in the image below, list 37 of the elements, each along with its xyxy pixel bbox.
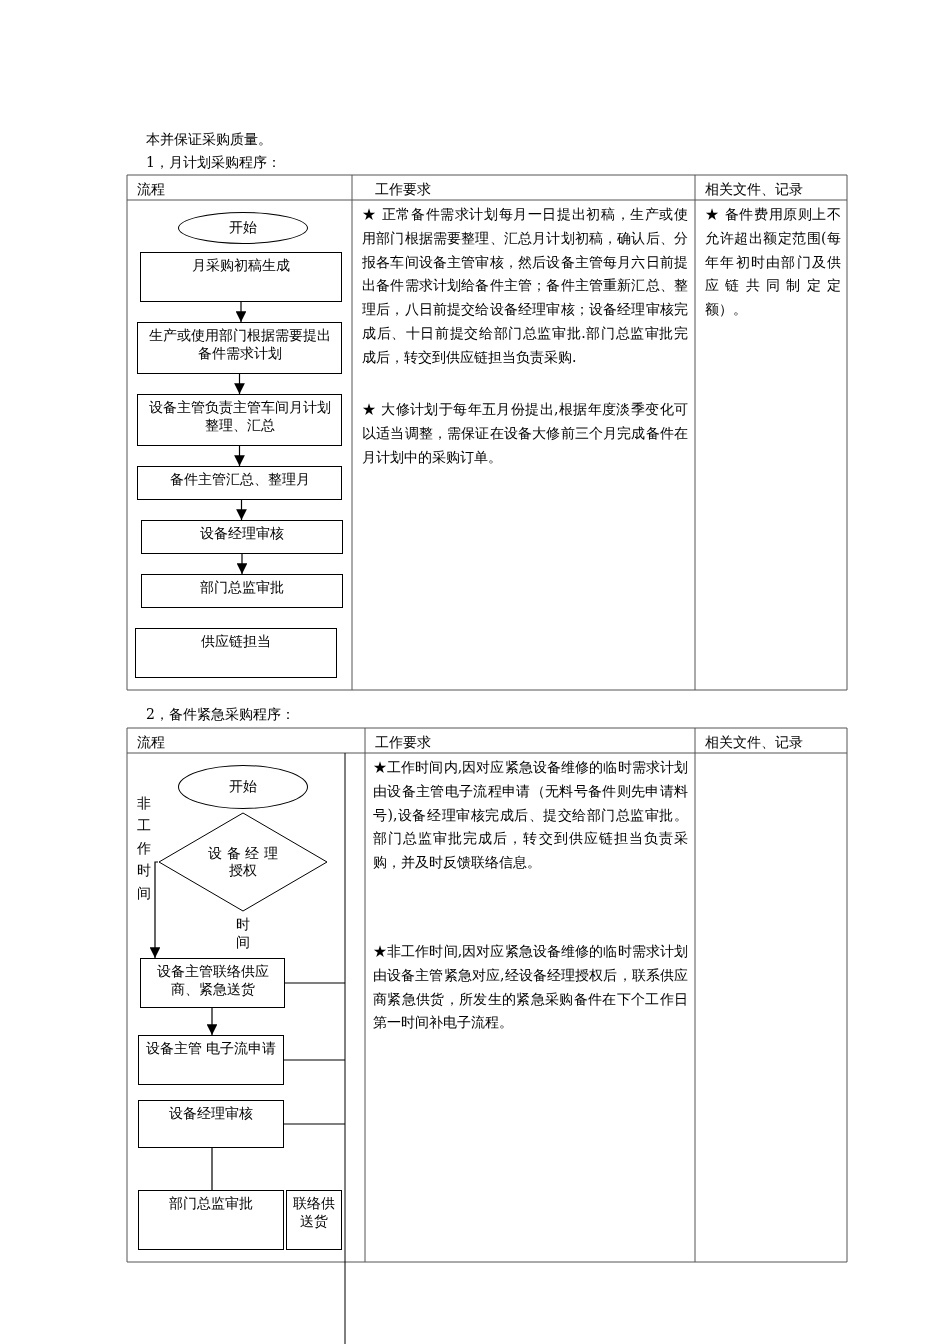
arrow [235,301,247,323]
arrow [234,373,245,395]
process-box: 设备经理审核 [141,520,343,554]
process-box: 设备主管 电子流申请 [138,1035,284,1085]
section-heading: 1，月计划采购程序： [146,153,282,172]
start-ellipse: 开始 [178,212,308,244]
process-box: 备件主管汇总、整理月 [137,466,342,500]
column-header: 相关文件、记录 [705,180,804,199]
process-box: 供应链担当 [135,628,337,678]
process-box: 生产或使用部门根据需要提出备件需求计划 [137,322,342,374]
column-header: 工作要求 [375,180,432,199]
column-header: 流程 [137,733,166,752]
decision-diamond: 设 备 经 理授权 [158,812,328,912]
requirement-text: ★工作时间内,因对应紧急设备维修的临时需求计划由设备主管电子流程申请（无料号备件则先申请料号),设备经理审核完成后、提交给部门总监审批。部门总监审批完成后，转交到供应链担当负责采购，并及时反馈联络信息。 [373,758,688,873]
note-text: 时间 [236,915,250,952]
record-text: ★ 备件费用原则上不允许超出额定范围(每年年初时由部门及供应链共同制定定额）。 [705,205,841,320]
column-header: 流程 [137,180,166,199]
process-box: 联络供送货 [286,1190,342,1250]
requirement-text: ★非工作时间,因对应紧急设备维修的临时需求计划由设备主管紧急对应,经设备经理授权后，联系供应商紧急供货，所发生的紧急采购备件在下个工作日第一时间补电子流程。 [373,942,688,1033]
arrow [236,553,248,575]
arrow [236,499,247,521]
body-text: 本并保证采购质量。 [146,130,273,149]
process-box: 部门总监审批 [138,1190,284,1250]
section-heading: 2，备件紧急采购程序： [146,705,296,724]
column-header: 工作要求 [375,733,432,752]
column-header: 相关文件、记录 [705,733,804,752]
arrow [206,1007,218,1036]
requirement-text: ★ 大修计划于每年五月份提出,根据年度淡季变化可以适当调整，需保证在设备大修前三个月完成备件在月计划中的采购订单。 [362,400,688,467]
process-box: 设备经理审核 [138,1100,284,1148]
arrow [234,445,245,467]
process-box: 设备主管负责主管车间月计划整理、汇总 [137,394,342,446]
arrow [149,861,161,959]
process-box: 设备主管联络供应商、紧急送货 [140,958,285,1008]
start-ellipse: 开始 [178,765,308,809]
process-box: 月采购初稿生成 [140,252,342,302]
requirement-text: ★ 正常备件需求计划每月一日提出初稿，生产或使用部门根据需要整理、汇总月计划初稿，确认后、分报各车间设备主管审核，然后设备主管每月六日前提出备件需求计划给备件主管；备件主管重新汇总、整理后，八日前提交给设备经理审核；设备经理审核完成后、十日前提交给部门总监审批.部门总监审批完成后，转交到供应链担当负责采购. [362,205,688,367]
process-box: 部门总监审批 [141,574,343,608]
